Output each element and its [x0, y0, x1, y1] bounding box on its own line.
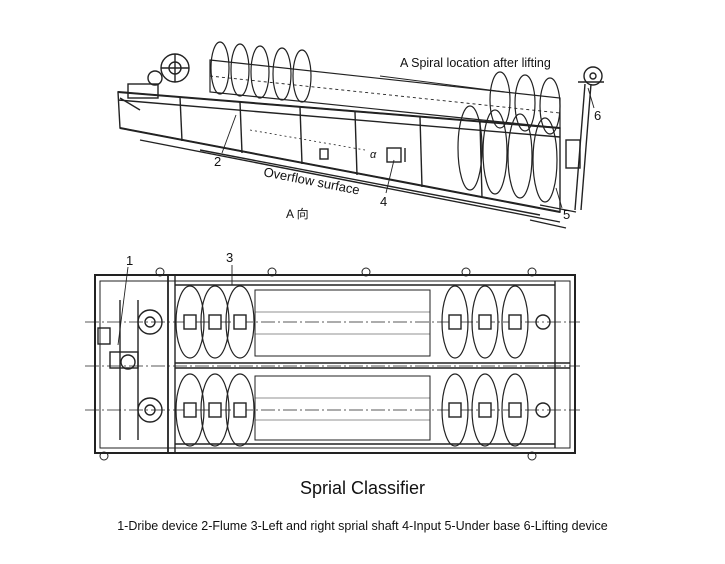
spiral-drum — [209, 59, 561, 129]
input-box — [386, 147, 402, 163]
label-5: 5 — [563, 207, 570, 222]
label-6: 6 — [594, 108, 601, 123]
label-view-a: A 向 — [286, 206, 309, 221]
lower-spiral-blades — [457, 71, 561, 203]
plan-frame — [94, 274, 576, 454]
upper-spiral-shaft — [254, 289, 431, 357]
upper-spiral-blades — [210, 41, 312, 103]
plan-hubs — [183, 314, 522, 418]
frame-bolts — [99, 267, 537, 461]
diagram-caption: Sprial Classifier — [299, 478, 426, 498]
classifier-diagram: A Spiral location after lifting Overflow… — [85, 41, 604, 461]
plan-drive — [97, 300, 163, 440]
label-alpha: α — [370, 149, 377, 161]
parts-legend: 1-Dribe device 2-Flume 3-Left and right … — [117, 519, 608, 533]
label-4: 4 — [380, 194, 387, 209]
drive-device — [119, 53, 190, 111]
label-3: 3 — [226, 250, 233, 265]
plan-blades-left-upper — [175, 285, 255, 447]
side-view — [117, 41, 604, 229]
lower-spiral-shaft — [254, 375, 431, 441]
label-1: 1 — [126, 253, 133, 268]
plan-view — [85, 265, 580, 461]
label-2: 2 — [214, 154, 221, 169]
label-spiral-location: A Spiral location after lifting — [400, 56, 551, 70]
label-overflow-surface: Overflow surface — [262, 164, 361, 197]
plan-blades-right — [441, 285, 529, 447]
lifting-device — [529, 66, 604, 229]
